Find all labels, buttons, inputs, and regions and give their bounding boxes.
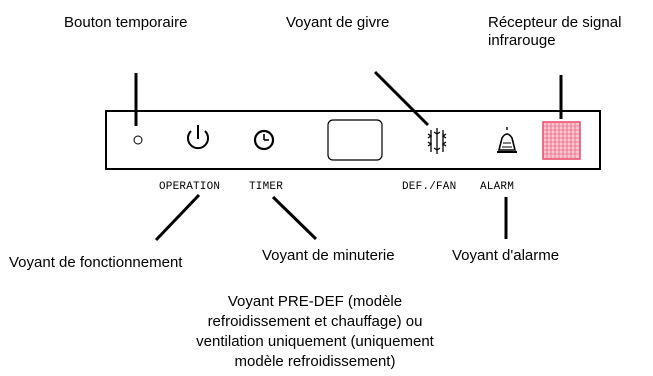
power-icon xyxy=(187,125,209,150)
label-timer-indicator: Voyant de minuterie xyxy=(262,247,395,264)
panel-label-alarm: ALARM xyxy=(480,181,515,193)
alarm-bell-icon xyxy=(497,127,517,153)
label-pre-def-note: Voyant PRE-DEF (modèle refroidissement e… xyxy=(196,293,434,370)
panel-label-operation: OPERATION xyxy=(159,181,221,193)
defrost-fan-icon xyxy=(427,128,447,154)
clock-icon xyxy=(253,129,275,151)
infrared-receiver-icon xyxy=(542,121,581,160)
leader-timer-indicator xyxy=(271,195,318,241)
display-window-icon xyxy=(327,119,383,161)
temporary-button-icon xyxy=(133,135,143,145)
label-temporary-button: Bouton temporaire xyxy=(64,14,188,31)
label-ir-receiver: Récepteur de signal infrarouge xyxy=(488,14,622,49)
leader-frost-indicator xyxy=(373,70,430,127)
panel-label-timer: TIMER xyxy=(249,181,284,193)
label-frost-indicator: Voyant de givre xyxy=(286,14,390,31)
label-alarm-indicator: Voyant d'alarme xyxy=(452,247,560,264)
label-operation-indicator: Voyant de fonctionnement xyxy=(9,254,183,271)
leader-operation-indicator xyxy=(154,193,201,242)
panel-label-def-fan: DEF./FAN xyxy=(402,181,457,193)
